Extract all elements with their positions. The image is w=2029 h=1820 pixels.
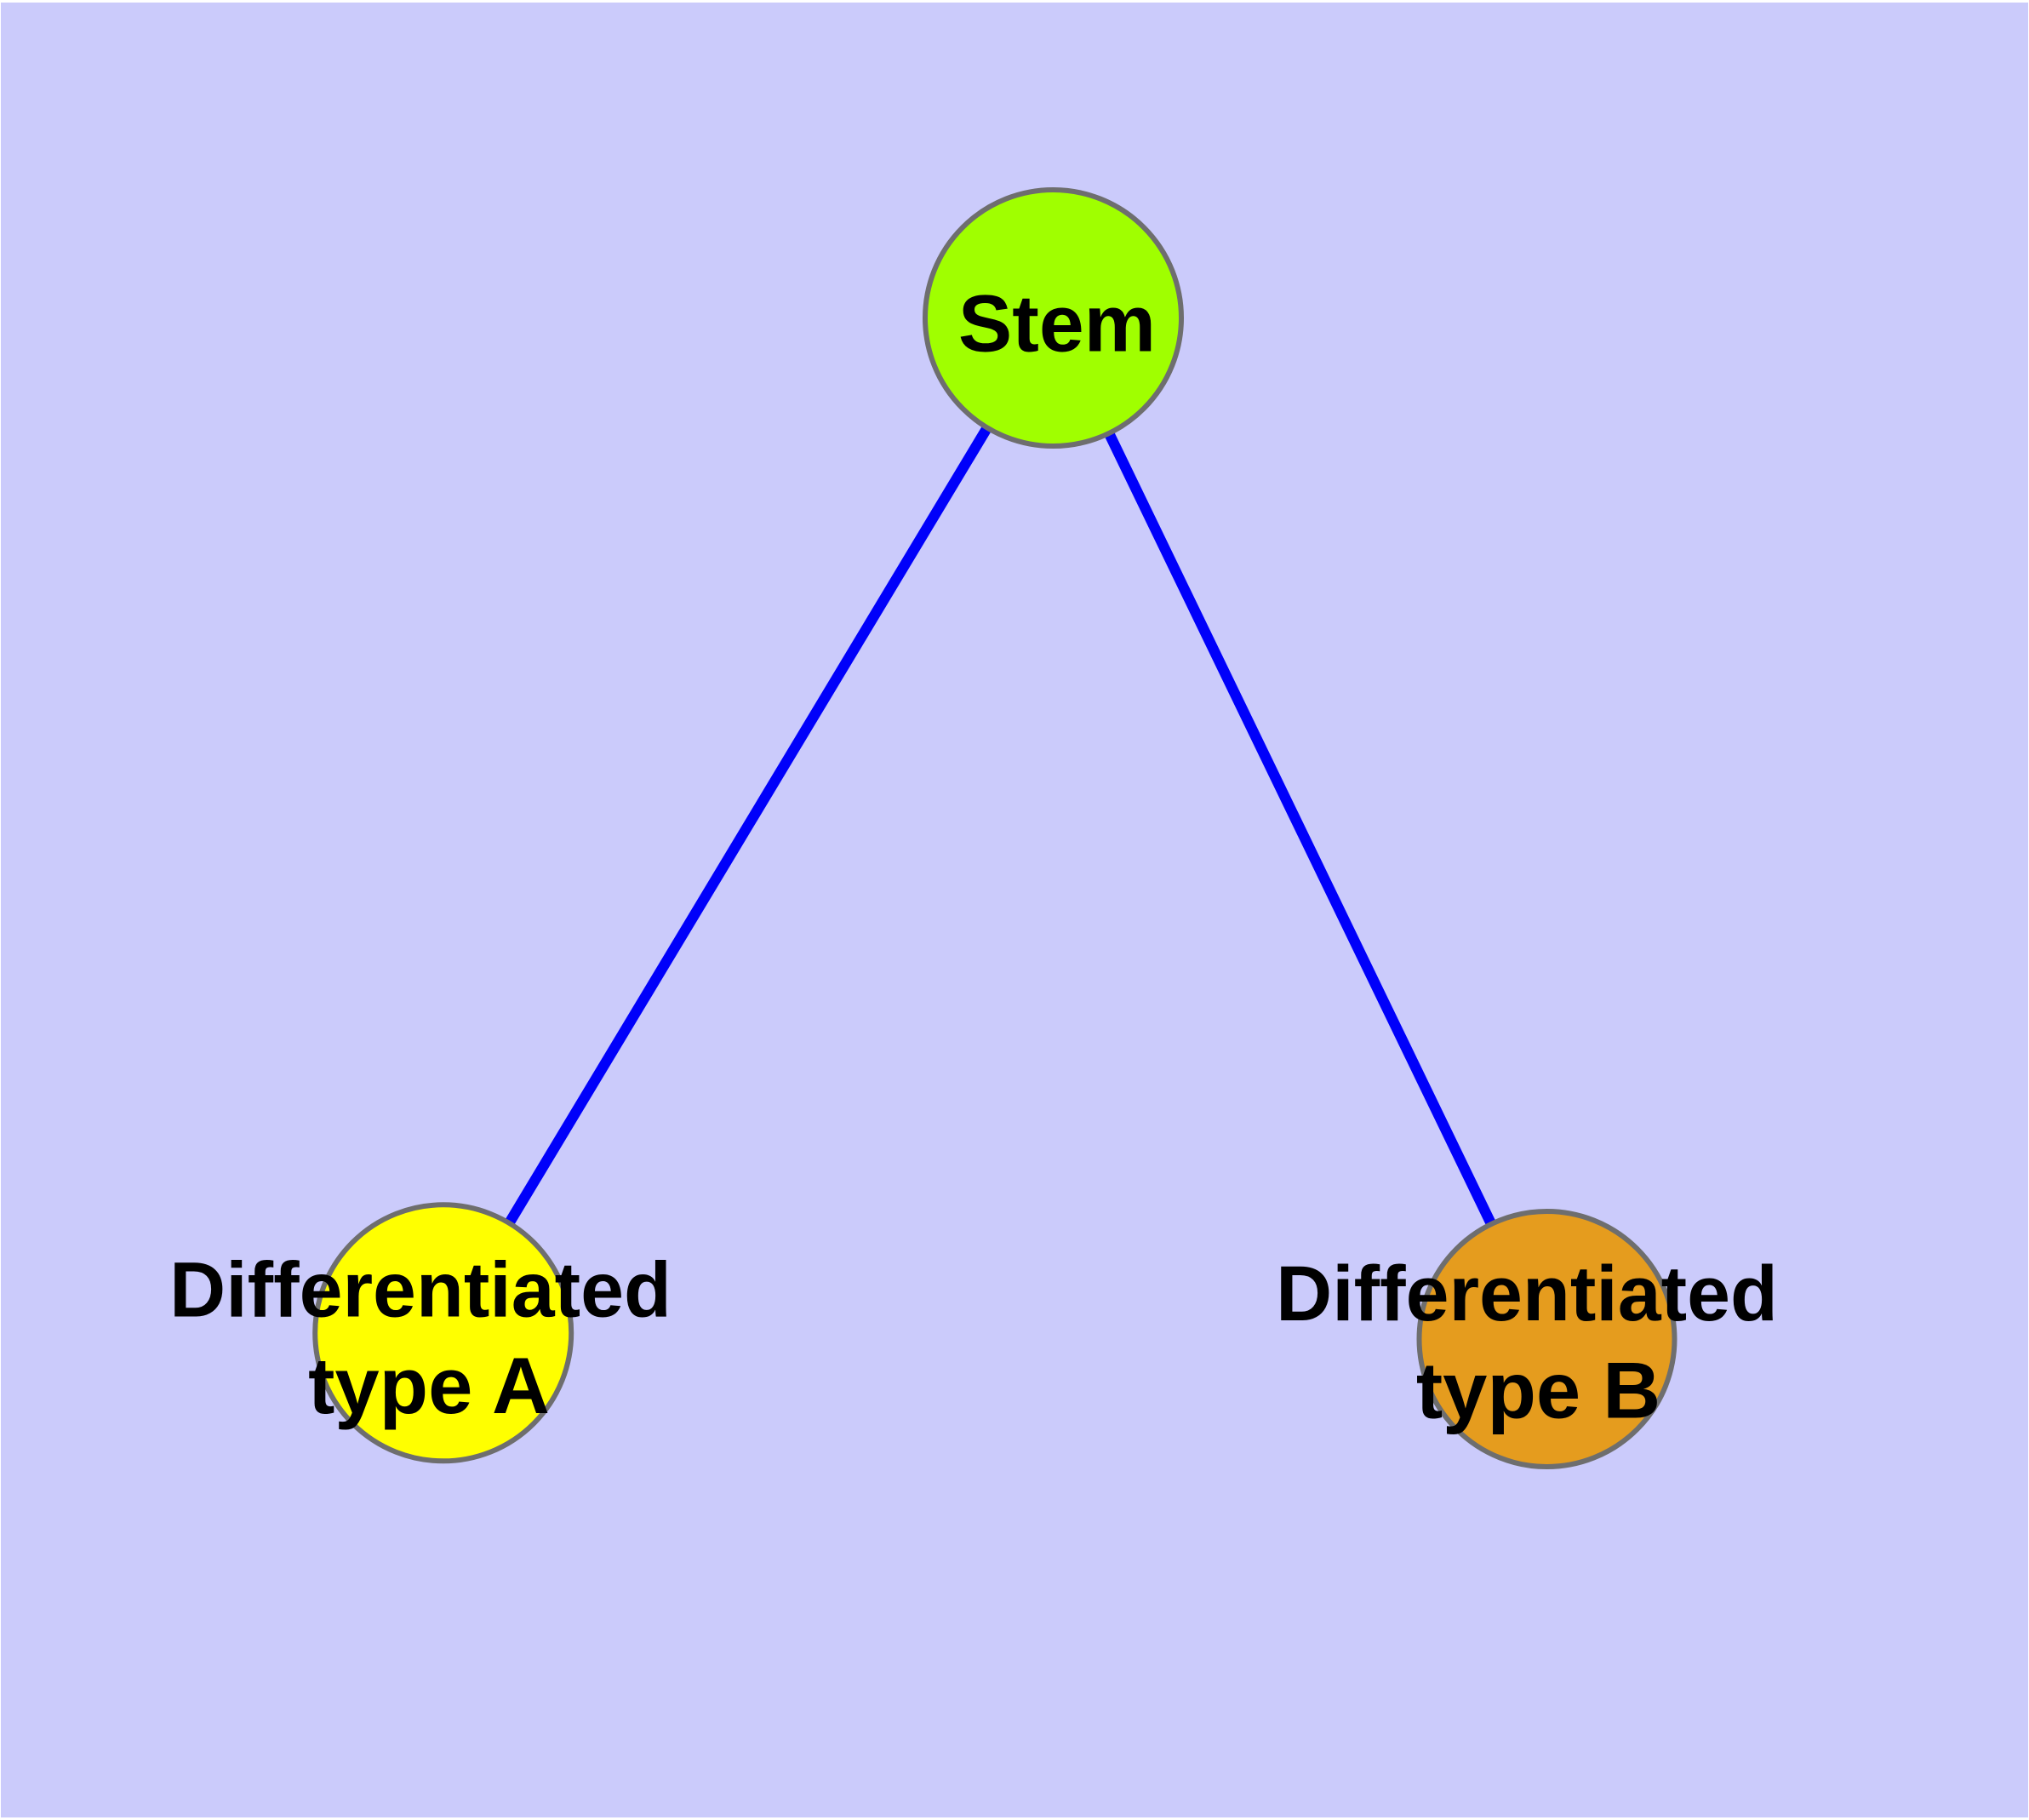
svg-text:Differentiated: Differentiated [1276,1251,1778,1337]
svg-text:Stem: Stem [958,279,1156,369]
svg-text:Differentiated: Differentiated [169,1247,672,1334]
svg-text:type A: type A [308,1341,550,1430]
svg-text:type B: type B [1416,1346,1660,1435]
